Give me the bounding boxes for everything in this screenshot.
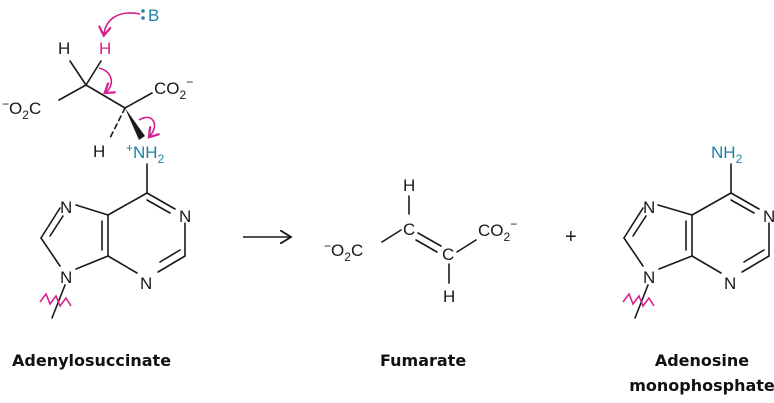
attachment-squiggle [39, 292, 72, 308]
h-abstracted: H [99, 39, 111, 58]
carbon-1: C [403, 220, 415, 239]
adenylosuccinate-structure: B H H −O2C CO2− H +NH2 [2, 6, 193, 319]
amine-label: NH2 [711, 143, 743, 166]
amp-caption-line2: monophosphate [629, 376, 774, 395]
carboxylate-right: CO2− [154, 75, 193, 102]
h-dashed: H [93, 142, 105, 161]
purine-ring: N N N N [39, 163, 191, 319]
lone-pair-dot [141, 16, 145, 20]
base-atom: B [148, 6, 159, 25]
bond [58, 84, 87, 101]
n9: N [643, 268, 655, 287]
amp-caption-line1: Adenosine [655, 351, 749, 370]
fumarate-carboxylate-left: −O2C [324, 239, 363, 264]
plus-sign: + [565, 226, 577, 248]
carboxylate-left: −O2C [2, 97, 41, 122]
fumarate-structure: H C C H −O2C CO2− [324, 176, 517, 306]
n9: N [60, 268, 72, 287]
h-bottom: H [443, 287, 455, 306]
carbon-2: C [442, 245, 454, 264]
h-top: H [403, 176, 415, 195]
bond [69, 60, 87, 86]
base-label: B [141, 6, 159, 25]
bond [85, 84, 126, 109]
fumarate-caption: Fumarate [380, 351, 466, 370]
n1: N [763, 207, 774, 226]
dashed-bond [109, 107, 126, 139]
n7: N [60, 198, 72, 217]
attachment-squiggle [622, 292, 655, 308]
n3: N [140, 274, 152, 293]
bond [124, 92, 153, 109]
wedge-bond [125, 108, 145, 140]
reactant-caption: Adenylosuccinate [12, 351, 171, 370]
electron-arrow-ch-to-cc [98, 67, 111, 92]
ammonium-label: +NH2 [126, 141, 165, 166]
n1: N [179, 207, 191, 226]
lone-pair-dot [141, 9, 145, 13]
electron-arrow-base-to-h [104, 12, 141, 34]
fumarate-carboxylate-right: CO2− [478, 217, 517, 244]
n7: N [643, 198, 655, 217]
h-left: H [58, 39, 70, 58]
electron-arrow-cn-to-n [138, 116, 154, 136]
amp-structure: NH2 N N N N [622, 143, 774, 319]
bond [85, 60, 102, 86]
n3: N [724, 274, 736, 293]
